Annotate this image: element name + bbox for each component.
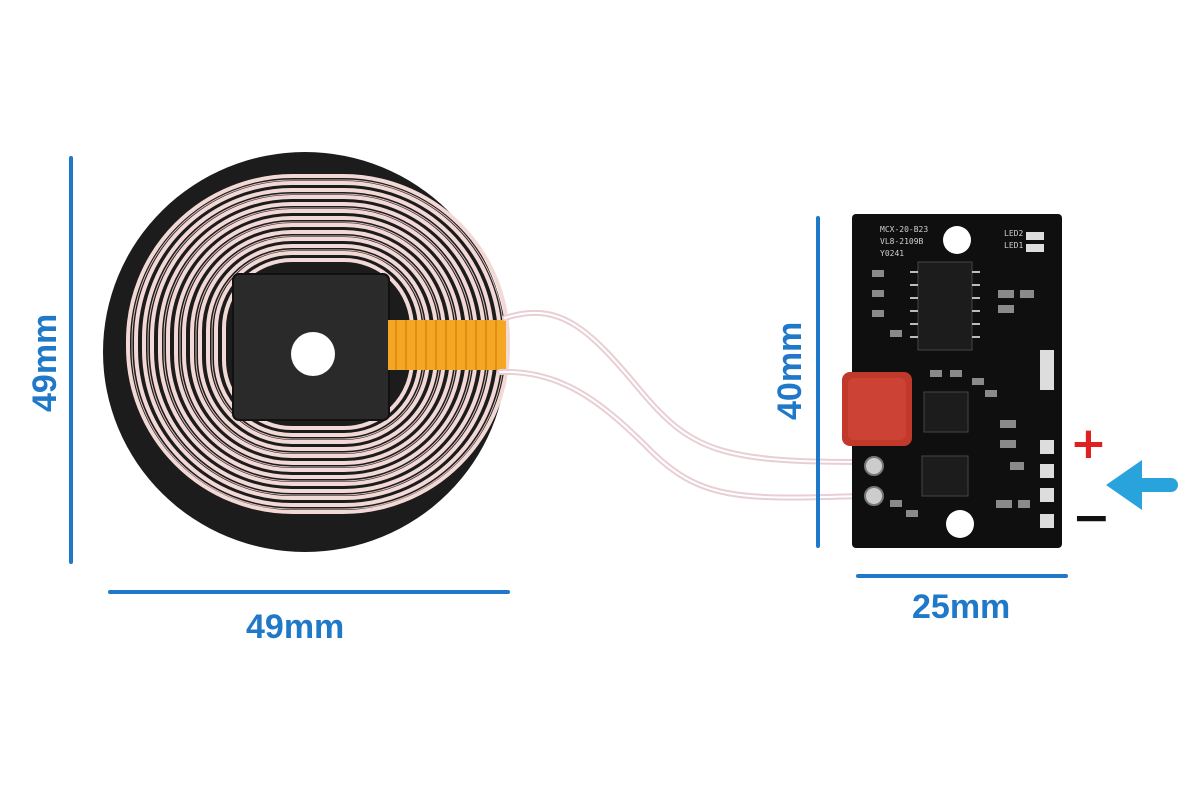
coil-height-label: 49mm [26,313,64,412]
input-arrow-icon [1106,460,1178,510]
ic-chip [921,455,969,497]
ribbon-tape [388,320,506,370]
coil-width-label: 49mm [246,608,345,646]
coil-center-hole [291,332,335,376]
board-width-label: 25mm [912,588,1011,626]
mount-hole-top [943,226,971,254]
silkscreen-line3: Y0241 [880,249,904,258]
negative-terminal-label: − [1072,490,1111,544]
receiver-board: MCX-20-B23 VL8-2109B Y0241 LED2 LED1 [842,214,1062,548]
lead-wires [497,309,863,501]
silkscreen-led1: LED1 [1004,241,1023,250]
solder-pad [864,456,884,476]
ic-chip [923,391,969,433]
silkscreen-led2: LED2 [1004,229,1023,238]
dimension-lines [69,156,1068,594]
silkscreen-line1: MCX-20-B23 [880,225,928,234]
ic-chip [917,261,973,351]
positive-terminal-label: + [1070,418,1107,469]
board-height-label: 40mm [771,321,809,420]
solder-pad [864,486,884,506]
mount-hole-bottom [946,510,974,538]
silkscreen-line2: VL8-2109B [880,237,924,246]
charging-coil [103,152,510,552]
